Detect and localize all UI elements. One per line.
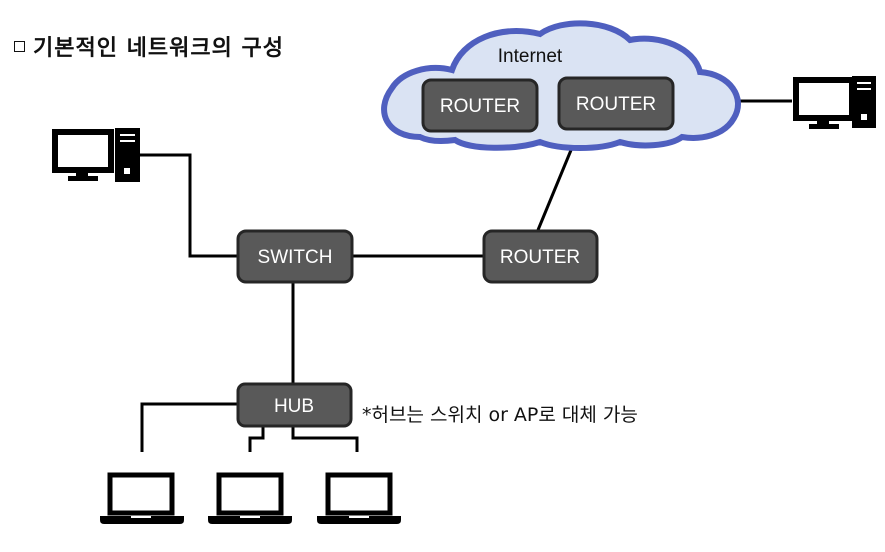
laptop-2-icon bbox=[208, 472, 292, 524]
router-main-label: ROUTER bbox=[500, 247, 580, 268]
laptop-1-icon bbox=[100, 472, 184, 524]
link-hub-laptop-1 bbox=[140, 402, 238, 452]
router-cloud-2[interactable]: ROUTER bbox=[557, 76, 675, 131]
router-cloud-2-box bbox=[557, 76, 675, 131]
square-bullet-icon bbox=[14, 41, 25, 52]
link-hub-laptop-3 bbox=[291, 426, 359, 452]
desktop-pc-right-icon bbox=[793, 76, 876, 129]
router-cloud-1[interactable]: ROUTER bbox=[421, 78, 539, 133]
router-cloud-2-label: ROUTER bbox=[576, 94, 656, 115]
hub-node[interactable]: HUB bbox=[236, 382, 353, 428]
hub-note: *허브는 스위치 or AP로 대체 가능 bbox=[362, 404, 638, 426]
cloud-label: Internet bbox=[498, 46, 563, 67]
switch-box bbox=[236, 229, 354, 284]
router-main-box bbox=[482, 229, 599, 284]
laptop-3-icon bbox=[317, 472, 401, 524]
router-cloud-1-box bbox=[421, 78, 539, 133]
link-pc-switch bbox=[140, 153, 238, 258]
hub-box bbox=[236, 382, 353, 428]
connection-lines bbox=[140, 99, 792, 452]
switch-label: SWITCH bbox=[258, 247, 333, 268]
diagram-title: 기본적인 네트워크의 구성 bbox=[14, 30, 284, 62]
switch-node[interactable]: SWITCH bbox=[236, 229, 354, 284]
router-cloud-1-label: ROUTER bbox=[440, 96, 520, 117]
router-main[interactable]: ROUTER bbox=[482, 229, 599, 284]
link-router-cloud bbox=[536, 137, 578, 231]
title-text: 기본적인 네트워크의 구성 bbox=[33, 36, 284, 61]
hub-label: HUB bbox=[274, 396, 314, 417]
desktop-pc-left-icon bbox=[52, 128, 140, 182]
link-hub-laptop-2 bbox=[248, 426, 265, 452]
